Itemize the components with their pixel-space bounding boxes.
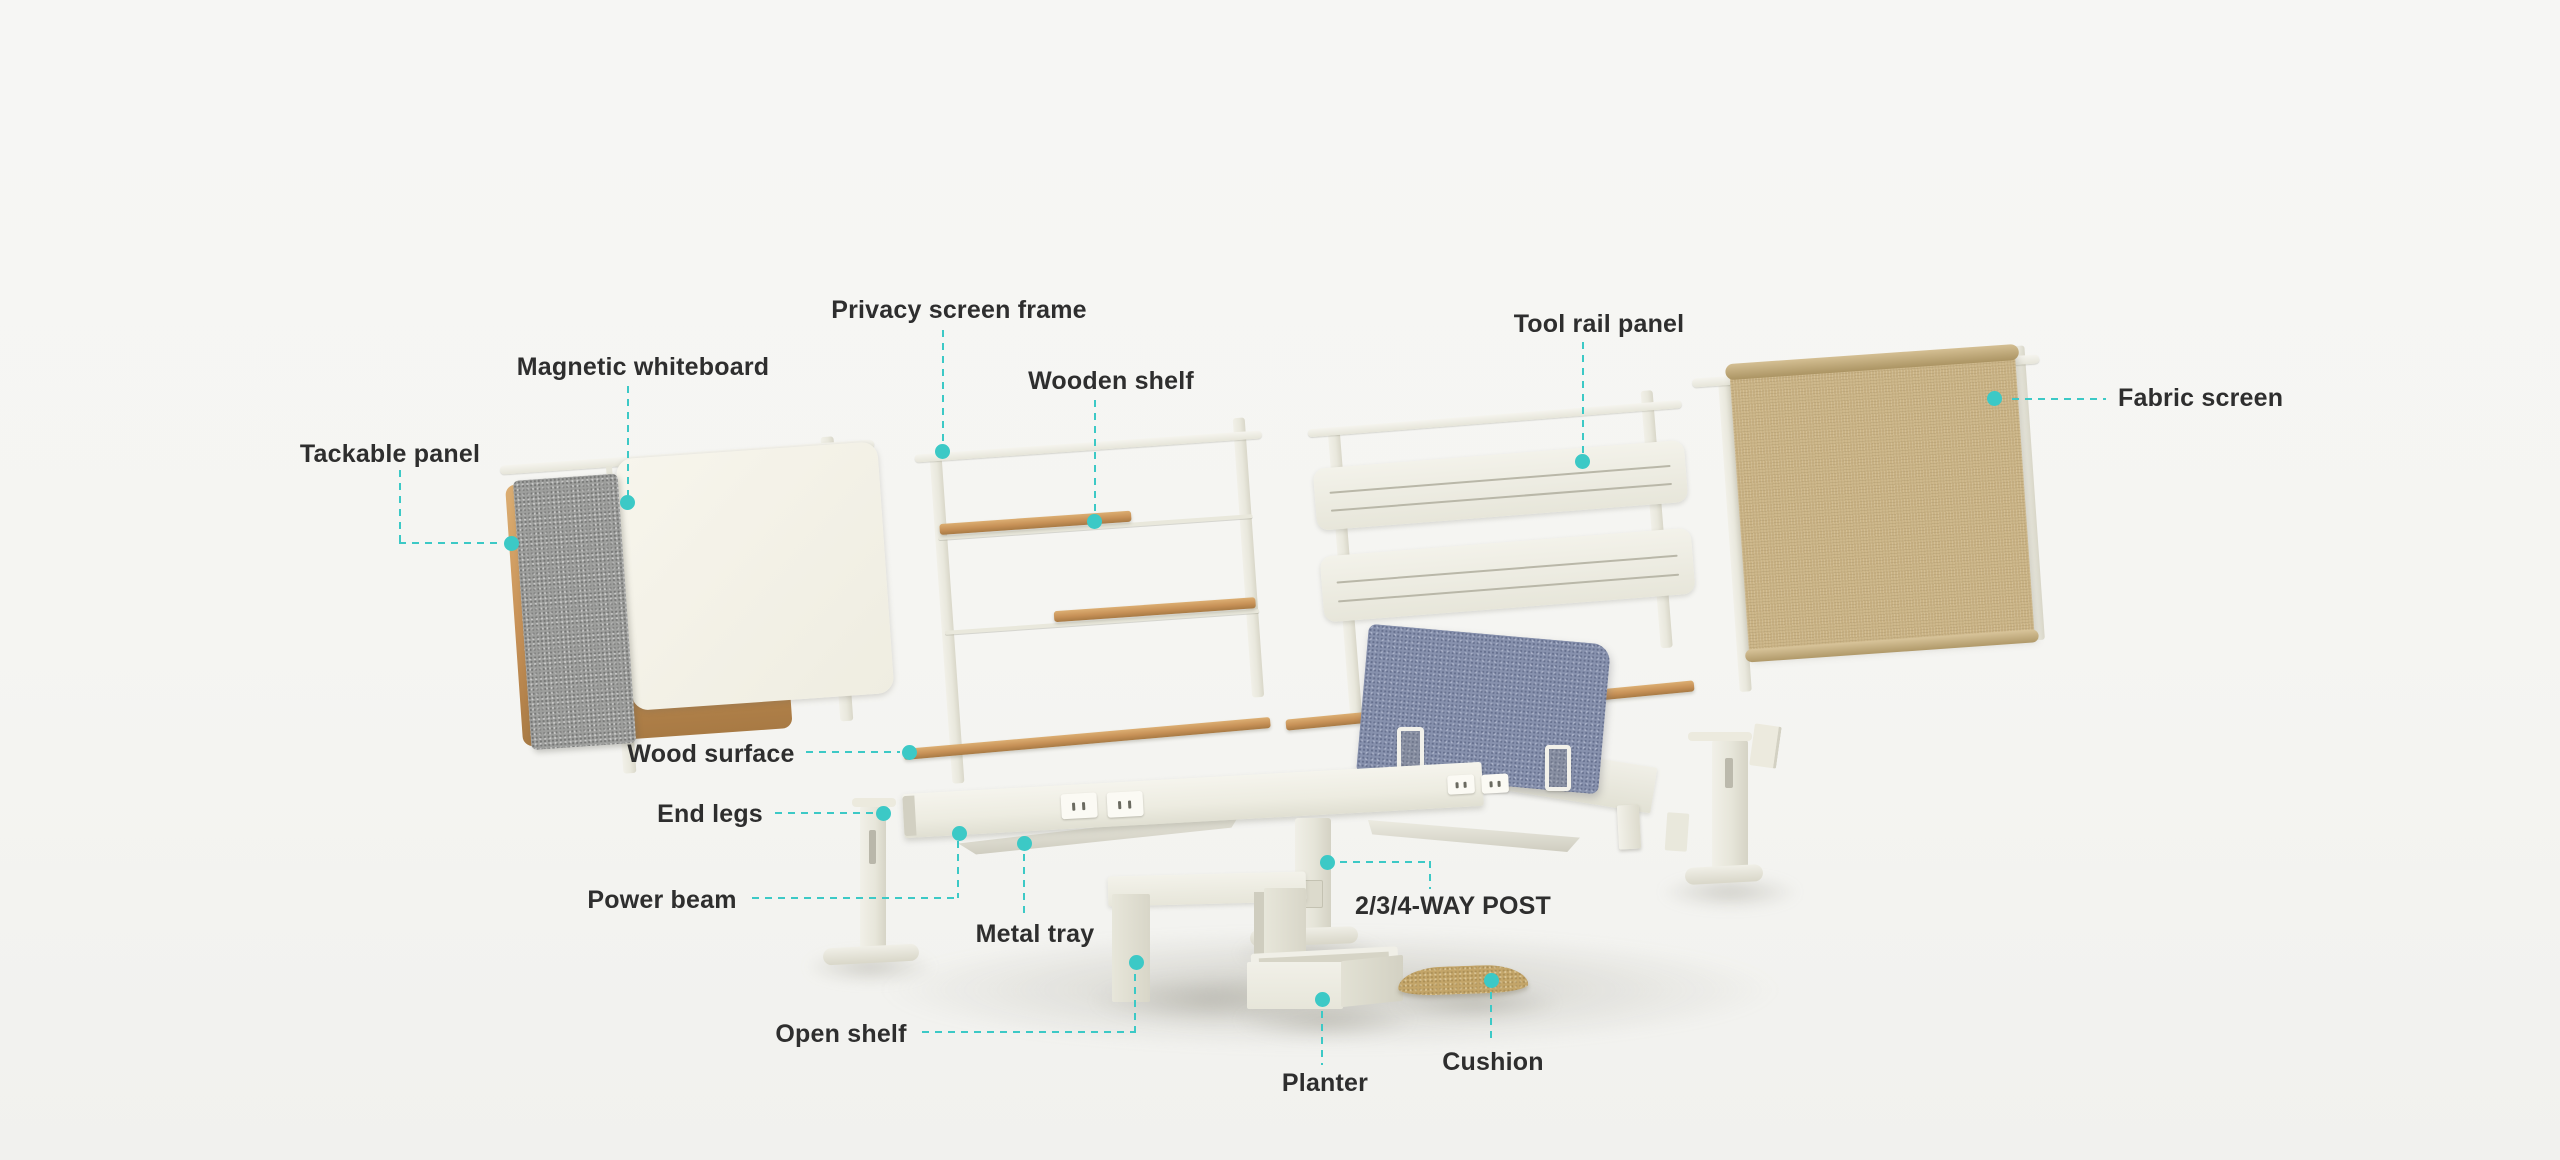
tool-rail-panel-dot bbox=[1575, 454, 1590, 469]
leg-top-plate bbox=[1688, 732, 1752, 741]
metal-tray-dot bbox=[1017, 836, 1032, 851]
power-outlet bbox=[1106, 790, 1144, 818]
frame-top-rail bbox=[1307, 399, 1682, 438]
leg-slot bbox=[869, 830, 876, 864]
fabric-screen-dot bbox=[1987, 391, 2002, 406]
open-shelf-leader bbox=[1134, 974, 1136, 1033]
label-planter: Planter bbox=[1281, 1069, 1369, 1097]
metal-tray-leader bbox=[1023, 854, 1025, 916]
end-legs-dot bbox=[876, 806, 891, 821]
power-beam-dot bbox=[952, 826, 967, 841]
power-outlet bbox=[1481, 773, 1510, 794]
metal-tray-right bbox=[1368, 820, 1580, 852]
end-legs-leader bbox=[775, 812, 874, 814]
magnetic-whiteboard-panel bbox=[615, 441, 895, 711]
leg-slot bbox=[1725, 758, 1733, 788]
label-end-legs: End legs bbox=[657, 800, 763, 828]
open-shelf-inner-face bbox=[1254, 892, 1264, 1000]
way-post-leader bbox=[1429, 861, 1431, 889]
label-power-beam: Power beam bbox=[587, 886, 737, 914]
way-post-dot bbox=[1320, 855, 1335, 870]
magnetic-whiteboard-dot bbox=[620, 495, 635, 510]
privacy-screen-frame-leader bbox=[942, 330, 944, 445]
wooden-shelf-leader bbox=[1094, 400, 1096, 513]
label-wooden-shelf: Wooden shelf bbox=[1028, 367, 1194, 395]
label-tackable-panel: Tackable panel bbox=[299, 440, 481, 468]
tool-rail-panel-leader bbox=[1582, 342, 1584, 454]
leg-top-plate bbox=[852, 798, 896, 807]
label-open-shelf: Open shelf bbox=[775, 1020, 907, 1048]
tool-rail-panel-lower bbox=[1319, 527, 1696, 623]
wood-surface-dot bbox=[902, 745, 917, 760]
label-fabric-screen: Fabric screen bbox=[2118, 384, 2284, 412]
open-shelf-leader bbox=[922, 1031, 1136, 1033]
tool-rail-panel-upper bbox=[1312, 439, 1689, 531]
beam-corner-bracket bbox=[1616, 804, 1642, 850]
cushion-dot bbox=[1484, 973, 1499, 988]
end-leg-left bbox=[860, 806, 886, 956]
power-beam-leader bbox=[957, 841, 959, 898]
power-outlet bbox=[1447, 774, 1476, 795]
wood-surface-leader bbox=[806, 751, 900, 753]
power-beam-leader bbox=[752, 897, 959, 899]
planter-side-face bbox=[1341, 954, 1403, 1008]
label-magnetic-whiteboard: Magnetic whiteboard bbox=[516, 353, 770, 381]
open-shelf-dot bbox=[1129, 955, 1144, 970]
magnetic-whiteboard-leader bbox=[627, 386, 629, 496]
tool-rail-groove bbox=[1329, 464, 1671, 494]
label-tool-rail-panel: Tool rail panel bbox=[1513, 310, 1685, 338]
privacy-screen-frame-dot bbox=[935, 444, 950, 459]
label-wood-surface: Wood surface bbox=[627, 740, 795, 768]
cushion-leader bbox=[1490, 992, 1492, 1044]
open-shelf-left-panel bbox=[1112, 894, 1150, 1002]
floating-bracket-plate bbox=[1749, 723, 1782, 769]
wooden-shelf-dot bbox=[1087, 514, 1102, 529]
whiteboard-frame-group bbox=[488, 418, 911, 795]
tackable-panel-dot bbox=[504, 536, 519, 551]
screen-bracket bbox=[1545, 745, 1571, 791]
beam-corner-plate bbox=[1664, 812, 1690, 852]
frame-post bbox=[1640, 390, 1673, 649]
tackable-panel-leader bbox=[399, 542, 503, 544]
label-way-post: 2/3/4-WAY POST bbox=[1355, 892, 1551, 920]
t-leg-right bbox=[1712, 740, 1748, 880]
tackable-panel-leader bbox=[399, 470, 401, 543]
label-cushion: Cushion bbox=[1442, 1048, 1544, 1076]
tackable-panel bbox=[512, 473, 637, 751]
frame-top-rail bbox=[914, 430, 1263, 463]
way-post-leader bbox=[1340, 861, 1431, 863]
label-metal-tray: Metal tray bbox=[975, 920, 1095, 948]
power-outlet bbox=[1060, 792, 1098, 820]
label-privacy-screen-frame: Privacy screen frame bbox=[831, 296, 1087, 324]
fabric-screen-leader bbox=[2012, 398, 2106, 400]
frame-post bbox=[1232, 417, 1265, 698]
frame-post bbox=[929, 458, 965, 784]
beam-end-cap bbox=[902, 795, 917, 837]
planter-dot bbox=[1315, 992, 1330, 1007]
fabric-screen-group bbox=[1691, 336, 2066, 700]
planter-leader bbox=[1321, 1011, 1323, 1065]
